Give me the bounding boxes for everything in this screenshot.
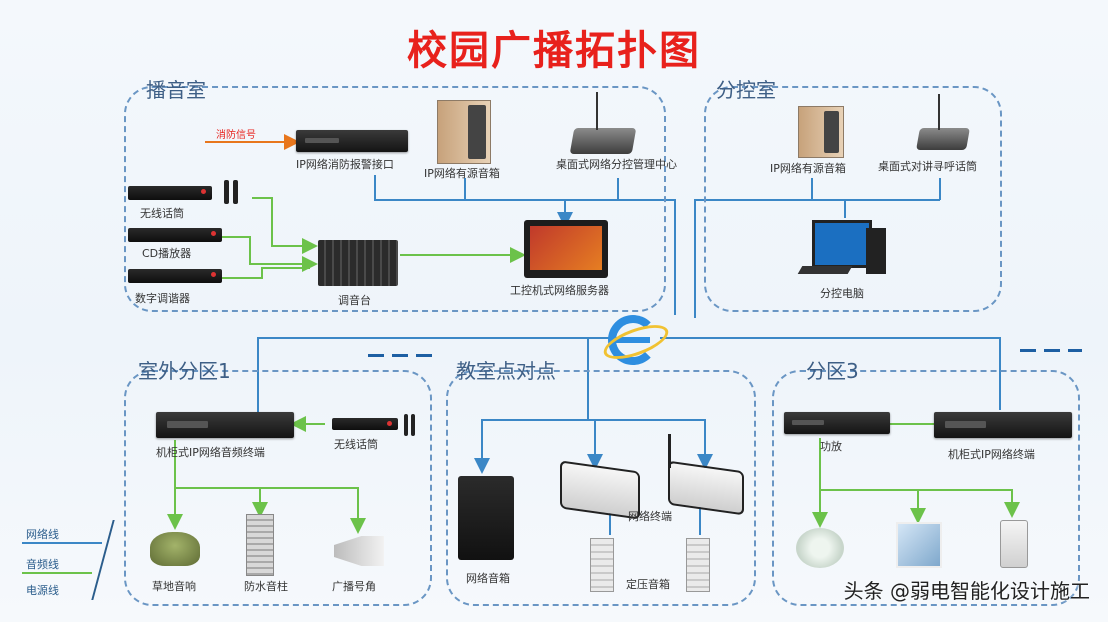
zone-label-control-room: 分控室 <box>716 78 776 102</box>
zone-broadcast-room <box>124 86 666 312</box>
keyboard-icon <box>797 266 853 274</box>
rack-terminal2-label: 机柜式IP网络终端 <box>948 448 1035 461</box>
zone-control-room <box>704 86 1002 312</box>
zone-label-outdoor: 室外分区1 <box>138 359 231 383</box>
amplifier-device <box>784 412 890 434</box>
wall-speaker-icon-3 <box>1000 520 1028 568</box>
internet-icon <box>599 315 673 366</box>
rack-terminal2-device <box>934 412 1072 438</box>
server-label: 工控机式网络服务器 <box>510 284 609 297</box>
desk-paging-device <box>569 128 637 154</box>
legend: 网络线 音频线 电源线 <box>22 520 115 600</box>
ip-speaker-ctrl-device <box>798 106 844 158</box>
wireless-mic-label: 无线话筒 <box>140 207 184 220</box>
dash-decoration-2 <box>392 354 408 357</box>
wireless-mic2-receiver <box>332 418 398 430</box>
wireless-mic2-label: 无线话筒 <box>334 438 378 451</box>
cd-player-label: CD播放器 <box>142 247 192 260</box>
desk-paging-label: 桌面式网络分控管理中心 <box>556 158 677 171</box>
pc-tower-icon <box>866 228 886 274</box>
lawn-speaker-icon <box>150 532 200 566</box>
wall-speaker-icon-1 <box>590 538 614 592</box>
rack-terminal-label: 机柜式IP网络音频终端 <box>156 446 265 459</box>
handheld-mic-icon-4 <box>411 414 415 436</box>
ip-speaker-room-device <box>437 100 491 164</box>
network-speaker-icon <box>458 476 514 560</box>
legend-power-label: 电源线 <box>26 584 59 597</box>
mixer-device <box>318 240 398 286</box>
lawn-speaker-label: 草地音响 <box>152 580 196 593</box>
monitor-icon <box>812 220 872 268</box>
server-device <box>524 220 608 278</box>
server-screen <box>530 226 602 270</box>
handheld-mic-icon-3 <box>404 414 408 436</box>
net-terminal-label: 网络终端 <box>628 510 672 523</box>
legend-audio-label: 音频线 <box>26 558 59 571</box>
network-speaker-label: 网络音箱 <box>466 572 510 585</box>
horn-label: 广播号角 <box>332 580 376 593</box>
zone-label-classroom: 教室点对点 <box>456 359 556 383</box>
zone-label-3: 分区3 <box>806 359 859 383</box>
ctrl-pc-label: 分控电脑 <box>820 287 864 300</box>
waterproof-column-label: 防水音柱 <box>244 580 288 593</box>
dash-decoration-1 <box>368 354 384 357</box>
desk-pager-ctrl-device <box>916 128 970 150</box>
rack-terminal-device <box>156 412 294 438</box>
ip-fire-interface-label: IP网络消防报警接口 <box>296 158 394 171</box>
desk-pager-ctrl-label: 桌面式对讲寻呼话筒 <box>878 160 977 173</box>
gooseneck-mic-icon-ctrl <box>938 94 940 130</box>
cd-player-device <box>128 228 222 242</box>
box-speaker-icon <box>896 522 942 568</box>
zone-3 <box>772 370 1080 606</box>
wall-speaker-label: 定压音箱 <box>626 578 670 591</box>
mixer-label: 调音台 <box>338 294 371 307</box>
ip-speaker-ctrl-label: IP网络有源音箱 <box>770 162 846 175</box>
waterproof-column-icon <box>246 514 274 576</box>
zone-classroom <box>446 370 756 606</box>
handheld-mic-icon-2 <box>233 180 238 204</box>
zone-label-broadcast-room: 播音室 <box>146 78 206 102</box>
legend-audio-line <box>22 572 92 574</box>
tuner-label: 数字调谐器 <box>135 292 190 305</box>
dash-decoration-6 <box>1068 349 1082 352</box>
antenna-icon <box>668 434 671 468</box>
dash-decoration-3 <box>416 354 432 357</box>
wall-speaker-icon-2 <box>686 538 710 592</box>
ip-speaker-room-label: IP网络有源音箱 <box>424 167 500 180</box>
wireless-mic-receiver <box>128 186 212 200</box>
amplifier-label: 功放 <box>820 440 842 453</box>
dash-decoration-4 <box>1020 349 1036 352</box>
watermark: 头条 @弱电智能化设计施工 <box>843 579 1090 603</box>
diagram-title: 校园广播拓扑图 <box>407 28 701 74</box>
tuner-device <box>128 269 222 283</box>
handheld-mic-icon <box>224 180 229 204</box>
gooseneck-mic-icon <box>596 92 598 130</box>
legend-network-line <box>22 542 102 544</box>
legend-network-label: 网络线 <box>26 528 59 541</box>
ceiling-speaker-icon <box>796 528 844 568</box>
zone-outdoor <box>124 370 432 606</box>
dash-decoration-5 <box>1044 349 1060 352</box>
ip-fire-interface-device <box>296 130 408 152</box>
fire-signal-label: 消防信号 <box>216 130 256 141</box>
